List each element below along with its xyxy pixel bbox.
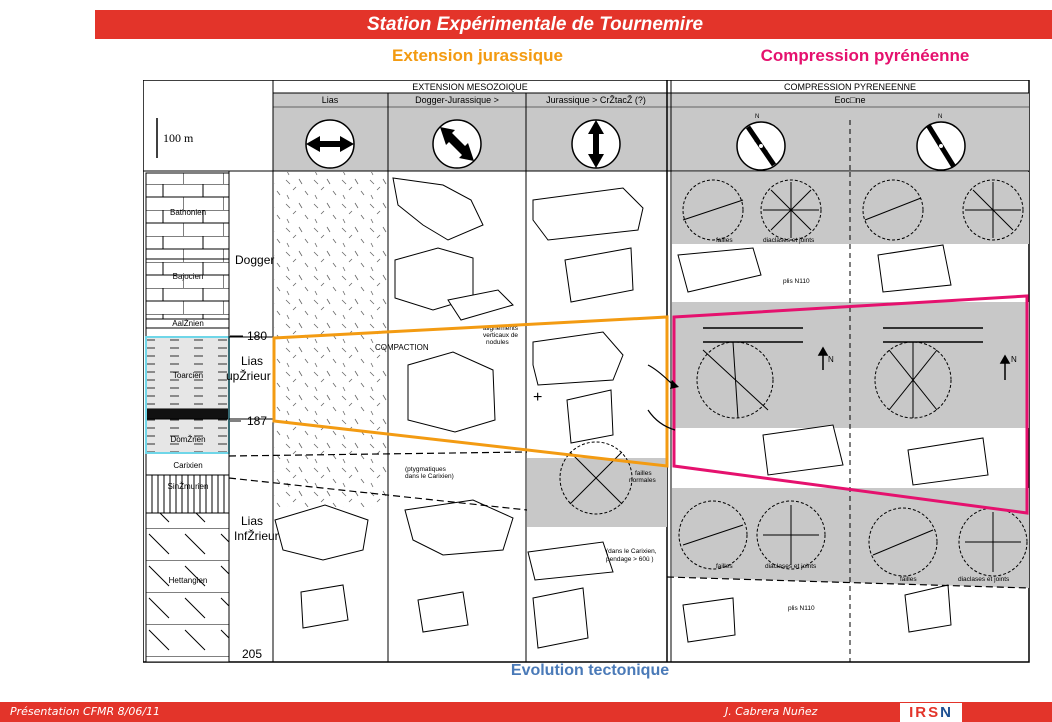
block-diagram — [682, 597, 736, 643]
lias-fabric — [274, 172, 387, 507]
block-diagram — [532, 331, 624, 386]
footer-bar: Présentation CFMR 8/06/11 J. Cabrera Nuñ… — [0, 702, 1052, 722]
block-diagram — [904, 584, 952, 633]
stress-icon-eocene-2: N — [916, 114, 966, 171]
annotation-text: dans le Carixien) — [405, 473, 454, 480]
depth-label: 180 — [247, 329, 267, 343]
column-eocene: Eoc□ne — [835, 95, 866, 105]
annotation-text: (ptygmatiques — [405, 466, 447, 473]
tectonic-diagram: EXTENSION MESOZOIQUE COMPRESSION PYRENEE… — [143, 80, 1030, 663]
annotation-text: verticaux de — [483, 332, 518, 339]
annotation-compaction: COMPACTION — [375, 343, 429, 352]
stereonet-5 — [696, 341, 774, 419]
depth-label: 187 — [247, 414, 267, 428]
logo-text: IRS — [909, 704, 941, 721]
annotation-text: failles — [716, 563, 733, 570]
series-label: Lias — [241, 514, 263, 528]
stereonet-3 — [862, 179, 924, 241]
heading-extension: Extension jurassique — [392, 46, 563, 65]
annotation-text: nodules — [486, 339, 510, 346]
stratum-label: DomŽrien — [170, 435, 205, 444]
stratum-label: SinŽmurien — [168, 482, 209, 491]
block-diagram — [566, 389, 614, 444]
annotation-text: failles — [900, 576, 917, 583]
stereonet-1 — [682, 179, 744, 241]
header-compression: COMPRESSION PYRENEENNE — [784, 82, 916, 92]
stereonet-10 — [868, 507, 938, 577]
scale-label: 100 m — [163, 131, 194, 145]
stereonet-6 — [874, 341, 952, 419]
caption-evolution: Evolution tectonique — [510, 662, 670, 679]
series-label: Dogger — [235, 253, 274, 267]
stereonet-11 — [958, 507, 1028, 577]
column-dogger: Dogger-Jurassique > — [415, 95, 499, 105]
block-diagram — [447, 289, 514, 321]
slide-title: Station Expérimentale de Tournemire — [366, 14, 704, 35]
footer-author: J. Cabrera Nuñez — [725, 705, 818, 718]
irsn-logo: IRSN — [900, 703, 962, 722]
column-lias: Lias — [322, 95, 339, 105]
annotation-text: normales — [629, 477, 656, 484]
block-diagram — [762, 424, 844, 476]
stress-icon-lias — [305, 119, 355, 169]
block-diagram — [404, 499, 514, 556]
column-jurassique: Jurassique > CrŽtacŽ (?) — [546, 95, 646, 105]
block-diagram — [564, 247, 634, 303]
series-label: InfŽrieur — [234, 528, 279, 543]
block-diagram — [417, 591, 469, 633]
stereonet-2 — [760, 179, 822, 241]
block-diagram — [677, 247, 762, 293]
block-diagram — [532, 187, 644, 241]
extension-zone-outline — [272, 315, 669, 468]
stereonet-4 — [962, 179, 1024, 241]
block-diagram — [532, 587, 589, 649]
plus-sign: + — [533, 389, 542, 406]
block-diagram — [392, 177, 484, 241]
block-diagram — [274, 504, 369, 561]
block-diagram — [877, 244, 952, 293]
stress-icon-dogger — [432, 119, 482, 169]
header-extension: EXTENSION MESOZOIQUE — [412, 82, 528, 92]
stress-icon-jurassique — [571, 119, 621, 169]
svg-text:N: N — [938, 114, 942, 120]
block-diagram — [907, 437, 989, 486]
annotation-text: pendage > 60û ) — [606, 556, 654, 563]
series-label: Lias — [241, 354, 263, 368]
north-label: N — [828, 355, 834, 364]
annotation-text: alignements — [483, 325, 519, 332]
footer-presentation: Présentation CFMR 8/06/11 — [10, 705, 161, 718]
annotation-text: failles — [716, 237, 733, 244]
stratum-label: Bathonien — [170, 208, 206, 217]
stratum-label: Carixien — [173, 461, 202, 470]
block-diagram — [527, 541, 614, 581]
annotation-text: plis N110 — [788, 605, 815, 612]
annotation-text: (dans le Carixien, — [606, 548, 657, 555]
stratum-label: AalŽnien — [172, 319, 204, 328]
heading-compression: Compression pyrénéenne — [760, 46, 970, 65]
stress-icon-eocene-1: N — [736, 114, 786, 171]
depth-label: 205 — [242, 647, 262, 661]
compression-zone-outline — [672, 294, 1029, 515]
annotation-text: diaclases et joints — [763, 237, 815, 244]
stereonet-7 — [559, 441, 633, 515]
annotation-text: plis N110 — [783, 278, 810, 285]
header-band — [273, 93, 1029, 171]
svg-text:N: N — [755, 114, 759, 120]
block-diagram — [407, 351, 496, 433]
series-label: upŽrieur — [226, 368, 271, 383]
stereonet-9 — [756, 500, 826, 570]
logo-accent: N — [940, 704, 953, 721]
stratum-label: Toarcien — [173, 371, 203, 380]
stereonet-8 — [678, 500, 748, 570]
north-label: N — [1011, 355, 1017, 364]
block-diagram — [300, 584, 349, 629]
title-bar: Station Expérimentale de Tournemire — [95, 10, 1052, 39]
annotation-text: failles — [635, 470, 652, 477]
stratum-label: Hettangien — [169, 576, 208, 585]
annotation-text: diaclases et joints — [765, 563, 817, 570]
annotation-text: diaclases et joints — [958, 576, 1010, 583]
stratum-label: Bajocien — [173, 272, 204, 281]
